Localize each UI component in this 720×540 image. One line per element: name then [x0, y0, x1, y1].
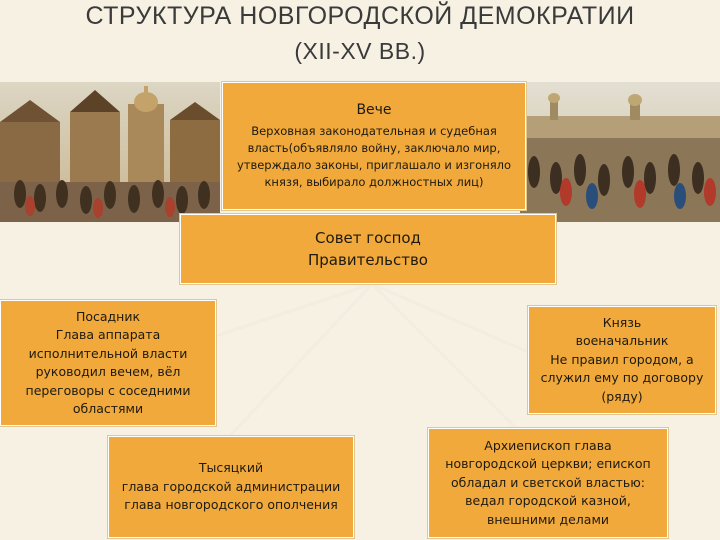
- sovet-heading: Совет господ: [315, 229, 421, 247]
- painting-right-image: [520, 82, 720, 222]
- connector-posadnik: [215, 282, 373, 338]
- posadnik-line: руководил вечем, вёл: [35, 364, 181, 379]
- knyaz-heading: Князь: [602, 314, 642, 330]
- connector-arkhiepiskop: [370, 282, 518, 430]
- knyaz-line: военачальник: [575, 333, 669, 349]
- knyaz-line: служил ему по договору: [540, 370, 704, 386]
- knyaz-line: (ряду): [601, 388, 643, 404]
- veche-box: Вече Верховная законодательная и судебна…: [222, 82, 526, 210]
- arkhiepiskop-line: ведал городской казной,: [465, 493, 631, 509]
- connector-tysyatsky: [228, 282, 374, 438]
- arkhiepiskop-line: новгородской церкви; епископ: [445, 456, 651, 472]
- veche-heading: Вече: [356, 101, 392, 118]
- arkhiepiskop-line: внешними делами: [486, 511, 610, 527]
- arkhiepiskop-line: обладал и светской властью:: [450, 474, 646, 490]
- posadnik-line: исполнительной власти: [28, 345, 188, 361]
- posadnik-line: Глава аппарата: [55, 327, 161, 342]
- tysyatsky-box: Тысяцкий глава городской администрации г…: [108, 436, 354, 538]
- tysyatsky-heading: Тысяцкий: [198, 460, 264, 476]
- knyaz-line: Не правил городом, а: [550, 351, 694, 367]
- posadnik-box: Посадник Глава аппарата исполнительной в…: [0, 300, 216, 426]
- posadnik-heading: Посадник: [75, 308, 141, 324]
- page-title: СТРУКТУРА НОВГОРОДСКОЙ ДЕМОКРАТИИ: [85, 2, 635, 30]
- knyaz-box: Князь военачальник Не правил городом, а …: [528, 306, 716, 414]
- sovet-gospod-box: Совет господ Правительство: [180, 214, 556, 284]
- arkhiepiskop-box: Архиепископ глава новгородской церкви; е…: [428, 428, 668, 538]
- sovet-subheading: Правительство: [308, 251, 428, 269]
- veche-line: утверждало законы, приглашало и изгоняло: [236, 157, 512, 172]
- veche-line: власть(объявляло войну, заключало мир,: [247, 140, 501, 155]
- veche-line: Верховная законодательная и судебная: [251, 123, 497, 138]
- posadnik-line: областями: [72, 401, 144, 416]
- arkhiepiskop-heading: Архиепископ глава: [484, 437, 612, 453]
- posadnik-line: переговоры с соседними: [25, 382, 191, 398]
- page-subtitle-dates: (XII-XV ВВ.): [294, 38, 426, 64]
- veche-line: князя, выбирало должностных лиц): [264, 174, 484, 189]
- tysyatsky-line: глава новгородского ополчения: [124, 497, 338, 513]
- painting-right: [520, 82, 720, 222]
- connector-knyaz: [371, 282, 529, 354]
- tysyatsky-line: глава городской администрации: [121, 478, 341, 494]
